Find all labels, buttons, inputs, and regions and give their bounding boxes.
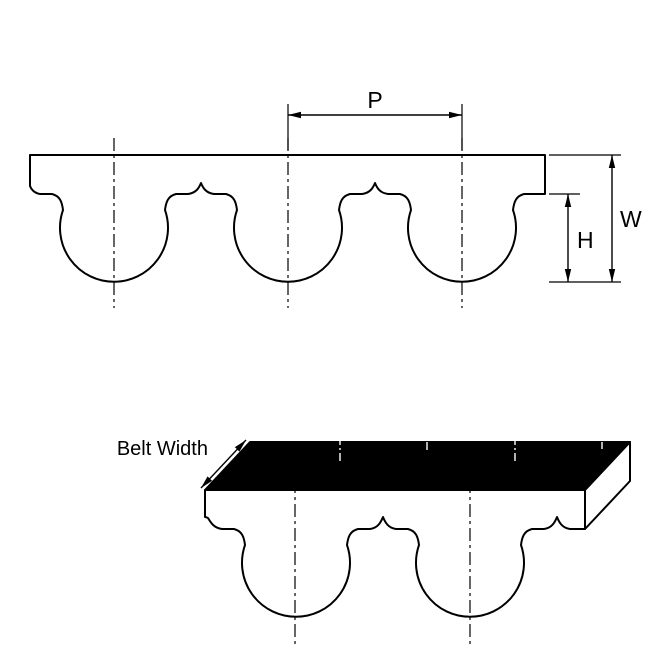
belt-thickness-dimension: W (549, 154, 642, 283)
tooth-height-label: H (577, 227, 594, 253)
belt-width-dimension: Belt Width (117, 438, 247, 489)
tooth-height-dimension: H (549, 193, 594, 282)
dimension-line (200, 439, 247, 489)
belt-front-profile (204, 489, 586, 618)
pitch-label: P (367, 87, 382, 113)
belt-top-face (204, 441, 631, 491)
isometric-view: Belt Width (117, 437, 631, 648)
belt-thickness-label: W (620, 206, 642, 232)
belt-width-label: Belt Width (117, 438, 208, 460)
pitch-dimension: P (287, 87, 463, 150)
profile-view: P W H (29, 87, 642, 308)
